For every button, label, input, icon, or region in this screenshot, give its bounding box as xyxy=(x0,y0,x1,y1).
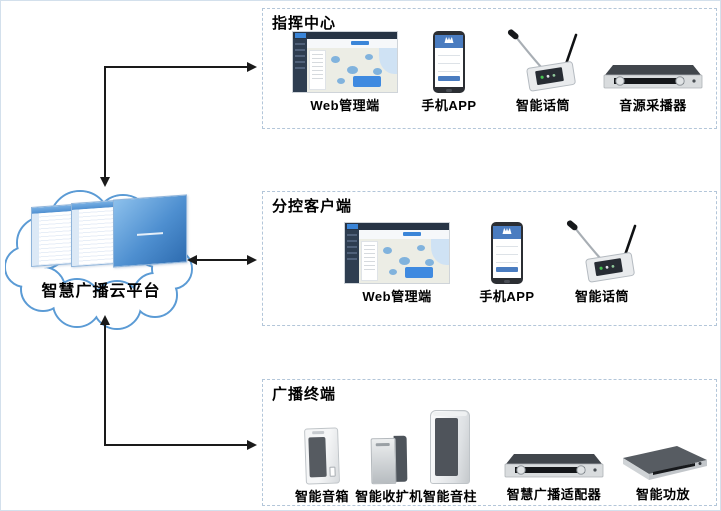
item-smart-amplifier: 智能功放 xyxy=(610,442,716,503)
item-mobile-app: 手机APP xyxy=(457,218,557,305)
phone-mockup-icon xyxy=(433,31,465,93)
cloud-platform: 智慧广播云平台 xyxy=(5,181,197,333)
rack-device-icon xyxy=(603,65,703,89)
group-title: 分控客户端 xyxy=(272,198,353,215)
item-label: 手机APP xyxy=(479,289,535,304)
item-receiver-amplifier: 智能收扩机 xyxy=(339,434,439,505)
item-sound-column: 智能音柱 xyxy=(400,408,500,505)
group-sub-control-client: 分控客户端 xyxy=(262,191,717,326)
item-audio-source-player: 音源采播器 xyxy=(595,61,711,114)
item-label: 智能功放 xyxy=(635,487,690,502)
item-mobile-app: 手机APP xyxy=(399,29,499,114)
group-command-center: 指挥中心 xyxy=(262,8,717,129)
flat-amplifier-icon xyxy=(623,446,707,480)
item-smart-microphone: 智能话筒 xyxy=(550,216,654,305)
arrow-bottom-line xyxy=(104,323,248,446)
sound-column-icon xyxy=(430,410,470,484)
item-label: 智能话筒 xyxy=(515,98,570,113)
item-label: Web管理端 xyxy=(310,98,380,113)
arrowhead-into-box2 xyxy=(247,255,257,265)
arrow-top-line xyxy=(104,66,248,179)
item-label: Web管理端 xyxy=(362,289,432,304)
web-console-thumbnail-icon xyxy=(344,222,450,284)
item-web-console: Web管理端 xyxy=(333,222,461,305)
item-label: 音源采播器 xyxy=(619,98,687,113)
item-web-console: Web管理端 xyxy=(281,31,409,114)
cloud-console-window-3 xyxy=(113,194,187,268)
group-broadcast-terminal: 广播终端 智能音箱 智能收扩机 智能音柱 xyxy=(262,379,717,506)
phone-mockup-icon xyxy=(491,222,523,284)
smart-microphone-icon xyxy=(566,220,637,283)
arrowhead-into-box3 xyxy=(247,440,257,450)
item-label: 智能音箱 xyxy=(294,489,349,504)
item-smart-microphone: 智能话筒 xyxy=(491,27,595,114)
item-label: 手机APP xyxy=(421,98,477,113)
group-title: 广播终端 xyxy=(272,386,337,403)
item-label: 智能音柱 xyxy=(422,489,477,504)
item-smart-speaker: 智能音箱 xyxy=(272,427,372,505)
cloud-platform-label: 智慧广播云平台 xyxy=(41,283,161,300)
smart-microphone-icon xyxy=(507,29,578,92)
smart-speaker-icon xyxy=(304,427,340,485)
rack-device-icon xyxy=(504,454,604,478)
web-console-thumbnail-icon xyxy=(292,31,398,93)
item-broadcast-adapter: 智慧广播适配器 xyxy=(494,450,614,503)
arrowhead-into-box1 xyxy=(247,62,257,72)
group-title: 指挥中心 xyxy=(272,15,337,32)
item-label: 智能收扩机 xyxy=(355,489,423,504)
item-label: 智慧广播适配器 xyxy=(506,487,602,502)
item-label: 智能话筒 xyxy=(574,289,629,304)
